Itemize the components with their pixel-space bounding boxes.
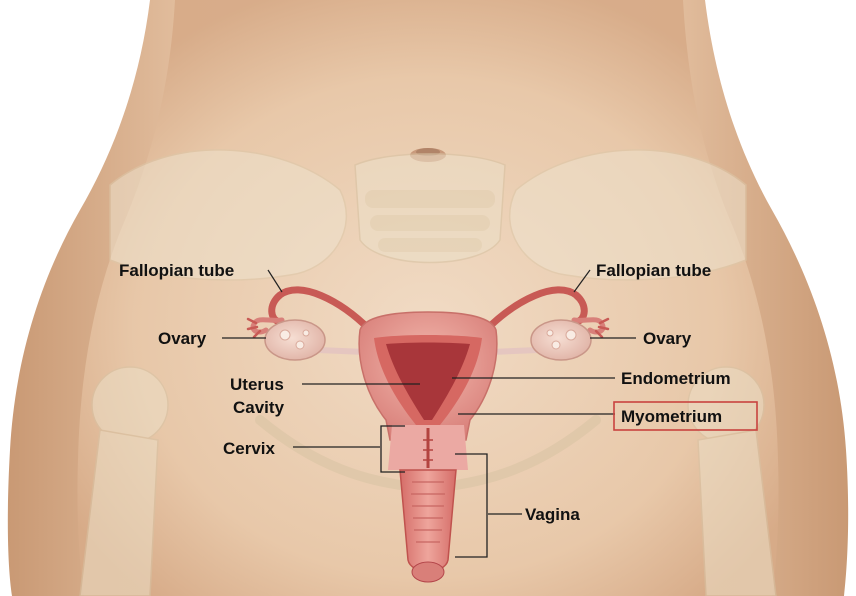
label-fallopian-tube-right: Fallopian tube bbox=[596, 261, 711, 280]
label-ovary-right: Ovary bbox=[643, 329, 692, 348]
label-vagina: Vagina bbox=[525, 505, 580, 524]
label-fallopian-tube-left: Fallopian tube bbox=[119, 261, 234, 280]
cervix bbox=[388, 425, 468, 470]
label-cavity: Cavity bbox=[233, 398, 285, 417]
label-ovary-left: Ovary bbox=[158, 329, 207, 348]
label-endometrium: Endometrium bbox=[621, 369, 731, 388]
ovary-left bbox=[265, 320, 325, 360]
label-uterus: Uterus bbox=[230, 375, 284, 394]
ovary-right bbox=[531, 320, 591, 360]
label-myometrium: Myometrium bbox=[621, 407, 722, 426]
label-cervix: Cervix bbox=[223, 439, 276, 458]
